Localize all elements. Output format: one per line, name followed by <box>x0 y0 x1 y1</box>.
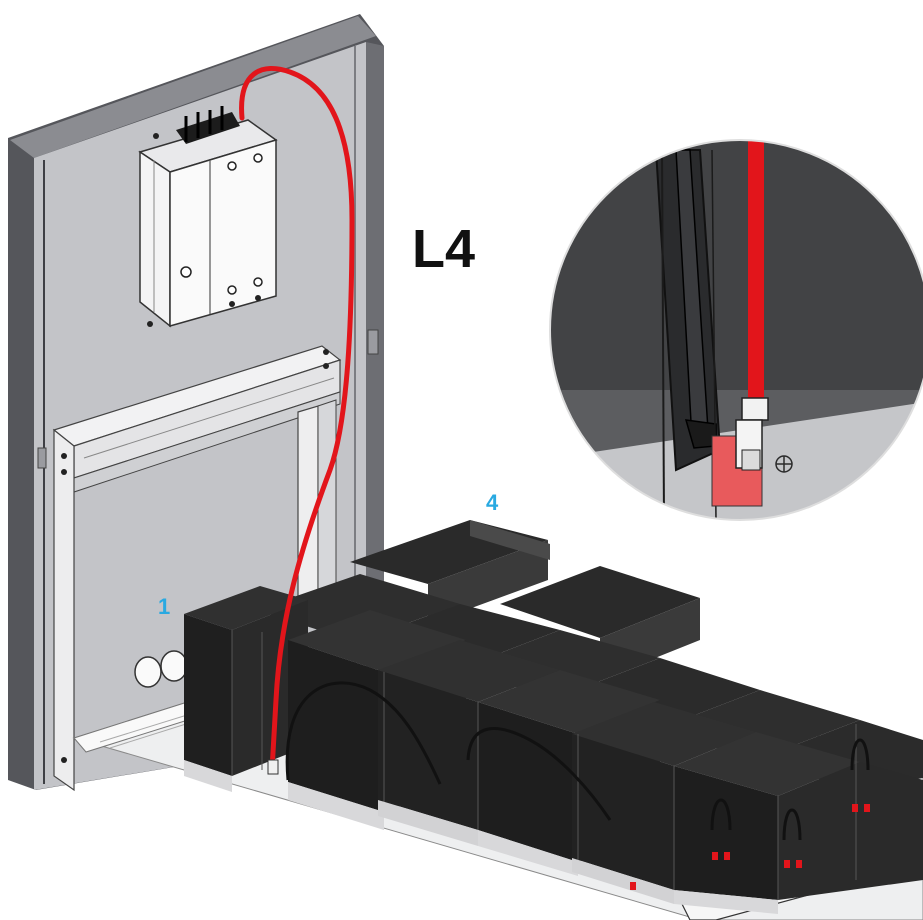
step-label: L4 <box>412 219 476 279</box>
transformer-box <box>138 106 278 328</box>
battery-bank <box>184 520 923 914</box>
battery-link-cables <box>285 681 870 841</box>
mounting-frame <box>52 345 342 792</box>
battery-callout-first: 1 <box>158 594 171 619</box>
battery-callout-last: 4 <box>486 490 499 515</box>
cable-gland-holes <box>134 650 188 688</box>
red-power-cable <box>239 66 355 775</box>
magnified-detail <box>549 139 923 521</box>
battery-terminals <box>630 804 870 890</box>
ground-symbol-icon <box>775 455 793 473</box>
